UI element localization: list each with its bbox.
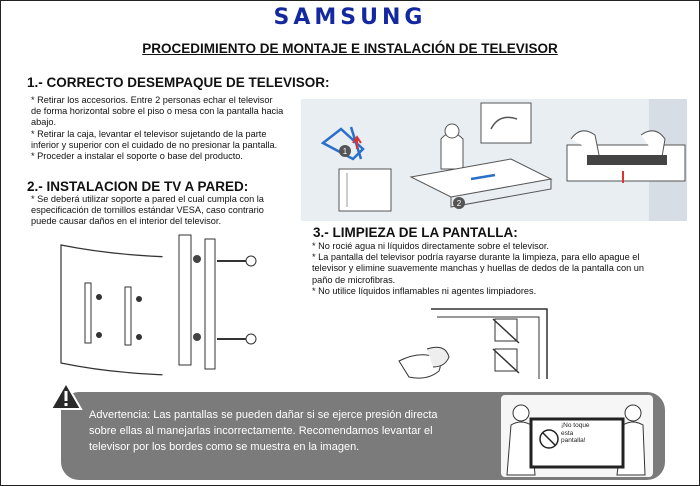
tv-panel [587, 155, 667, 165]
vesa-hole [96, 332, 102, 338]
unboxing-illustration: 1 2 [301, 99, 687, 221]
wall-rail [178, 234, 192, 366]
section-1-text: * Retirar los accesorios. Entre 2 person… [31, 95, 311, 162]
slide-arrow [470, 173, 496, 181]
no-touch-slash [542, 432, 556, 446]
section-2-line: * Se deberá utilizar soporte a pared el … [31, 194, 264, 204]
no-touch-label: ¡No toque esta pantalla! [561, 422, 590, 444]
tv-carried [529, 417, 625, 469]
section-3-heading: 3.- LIMPIEZA DE LA PANTALLA: [313, 225, 518, 240]
lift-arrow [352, 135, 362, 149]
section-1-line: * Proceder a instalar el soporte o base … [31, 151, 243, 162]
tv-box [338, 168, 392, 212]
warning-icon [49, 381, 83, 410]
section-1-line: * Retirar la caja, levantar el televisor… [31, 128, 267, 139]
warning-line: Advertencia: Las pantallas se pueden dañ… [89, 409, 438, 421]
hook-bottom [193, 333, 201, 341]
hand-inset [490, 116, 518, 130]
spacer-bottom [245, 333, 257, 345]
spacer-top [245, 255, 257, 267]
prohibited-slash [492, 348, 520, 374]
tv-screen-edge [437, 316, 540, 379]
tv-box-side [450, 179, 552, 208]
step-2-number: 2 [457, 199, 462, 208]
people-carrying-tv [506, 404, 646, 476]
microfiber-cloth [426, 346, 450, 368]
person-head [444, 123, 460, 139]
section-1-line: inferior y superior con el cuidado de no… [31, 139, 278, 150]
section-3-text: * No rocié agua ni líquidos directamente… [312, 241, 692, 297]
step-2-circle [453, 197, 465, 209]
section-1-heading: 1.- CORRECTO DESEMPAQUE DE TELEVISOR: [27, 75, 330, 90]
vesa-hole [136, 296, 142, 302]
section-3-line: * No utilice líquidos inflamables ni age… [312, 285, 537, 296]
tv-frame [431, 308, 548, 379]
section-2-heading: 2.- INSTALACION DE TV A PARED: [27, 179, 249, 194]
warning-line: sobre ellas al manejarlas incorrectament… [89, 425, 433, 437]
person-left-head [512, 404, 530, 422]
section-2-line: especificación de tornillos estándar VES… [31, 205, 264, 216]
tv-back-panel [60, 244, 172, 376]
page-title: PROCEDIMIENTO DE MONTAJE E INSTALACIÓN D… [142, 41, 558, 56]
warning-text: Advertencia: Las pantallas se pueden dañ… [89, 407, 489, 455]
section-2-text: * Se deberá utilizar soporte a pared el … [31, 194, 311, 228]
warning-line: televisor por los bordes como se muestra… [89, 441, 360, 453]
right-person [640, 130, 666, 164]
vesa-hole [136, 334, 142, 340]
hand-inset-frame [480, 102, 532, 144]
samsung-logo: SAMSUNG [273, 5, 427, 30]
bracket-right [124, 286, 132, 346]
section-3-line: televisor y elimine suavemente manchas y… [312, 263, 644, 274]
mount-plate [204, 238, 216, 370]
section-3-line: * La pantalla del televisor podría rayar… [312, 252, 640, 263]
bracket-left [84, 282, 92, 344]
vesa-hole [96, 294, 102, 300]
hook-top [193, 255, 201, 263]
section-1-line: de forma horizontal sobre el piso o mesa… [31, 106, 284, 117]
prohibited-slash [492, 318, 520, 344]
left-person [570, 130, 600, 156]
lifting-tv-illustration [501, 395, 653, 477]
cleaning-illustration [398, 308, 548, 379]
step-1-circle [339, 145, 351, 157]
wall-mount-illustration [60, 225, 264, 385]
section-3-line: paño de microfibras. [312, 274, 396, 285]
section-2-line: puede causar daños en el interior del te… [31, 216, 221, 227]
person-right-head [624, 404, 642, 422]
section-3-line: * No rocié agua ni líquidos directamente… [312, 241, 549, 251]
section-1-line: * Retirar los accesorios. Entre 2 person… [31, 95, 273, 105]
section-1-line: abajo. [31, 117, 57, 128]
step-1-number: 1 [343, 147, 348, 156]
